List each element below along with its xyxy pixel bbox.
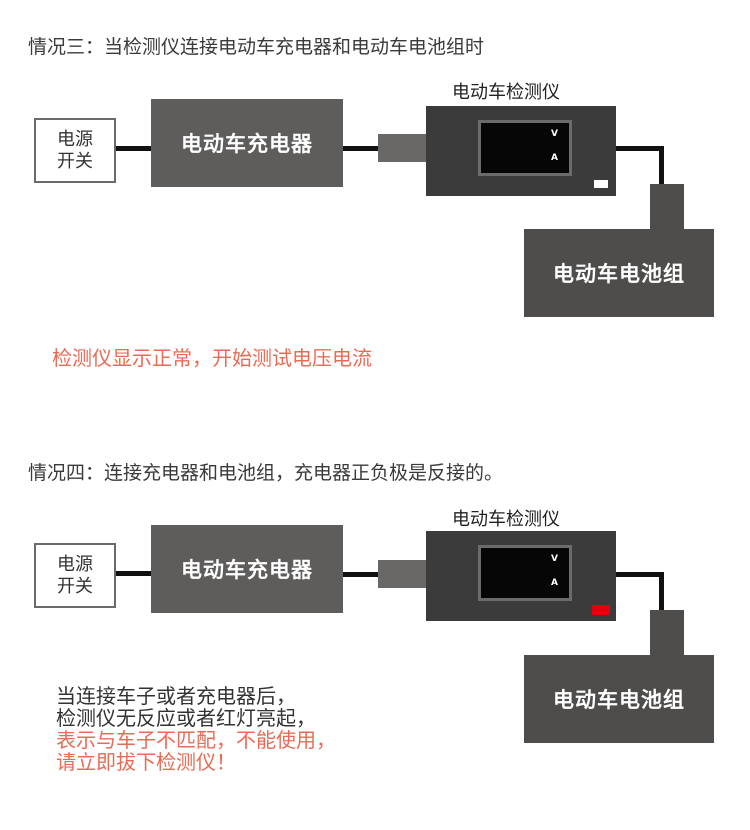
power-switch: 电源 开关 — [34, 543, 116, 608]
ev-tester: V A — [426, 531, 616, 621]
section3-heading: 情况三：当检测仪连接电动车充电器和电动车电池组时 — [28, 36, 485, 58]
battery-terminal — [650, 610, 684, 658]
ev-charger: 电动车充电器 — [151, 525, 343, 613]
section4-heading: 情况四：连接充电器和电池组，充电器正负极是反接的。 — [28, 462, 504, 484]
usb-plug — [378, 134, 428, 162]
wire-charger-plug — [343, 146, 380, 151]
usb-plug — [378, 560, 428, 588]
battery-label: 电动车电池组 — [553, 262, 685, 286]
wire-tester-battery-h — [616, 572, 664, 577]
switch-label-line1: 电源 — [57, 553, 93, 575]
status-note: 检测仪显示正常，开始测试电压电流 — [52, 346, 372, 370]
voltage-unit: V — [551, 554, 558, 564]
voltage-unit: V — [551, 129, 558, 139]
power-switch: 电源 开关 — [34, 118, 116, 183]
tester-display: V A — [478, 120, 572, 176]
battery-label: 电动车电池组 — [553, 688, 685, 712]
wire-tester-battery-v — [659, 146, 664, 186]
wire-tester-battery-v — [659, 572, 664, 612]
ev-charger: 电动车充电器 — [151, 99, 343, 187]
wire-switch-charger — [116, 146, 152, 151]
switch-label-line2: 开关 — [57, 150, 93, 172]
ev-battery-pack: 电动车电池组 — [524, 655, 714, 743]
wire-charger-plug — [343, 572, 380, 577]
status-indicator-light — [592, 605, 610, 615]
ev-battery-pack: 电动车电池组 — [524, 229, 714, 317]
wire-tester-battery-h — [616, 146, 664, 151]
switch-label-line1: 电源 — [57, 128, 93, 150]
warning-line4: 请立即拔下检测仪！ — [56, 750, 236, 774]
tester-label: 电动车检测仪 — [452, 82, 560, 103]
warning-line2: 检测仪无反应或者红灯亮起， — [56, 706, 316, 730]
warning-line1: 当连接车子或者充电器后， — [56, 684, 296, 708]
current-unit: A — [551, 153, 558, 163]
ev-tester: V A — [426, 106, 616, 196]
status-indicator-light — [594, 180, 608, 188]
switch-label-line2: 开关 — [57, 575, 93, 597]
wire-switch-charger — [116, 571, 152, 576]
warning-note: 当连接车子或者充电器后， 检测仪无反应或者红灯亮起， 表示与车子不匹配，不能使用… — [56, 685, 336, 773]
warning-line3: 表示与车子不匹配，不能使用， — [56, 728, 336, 752]
charger-label: 电动车充电器 — [181, 132, 313, 156]
tester-label: 电动车检测仪 — [452, 509, 560, 530]
current-unit: A — [551, 578, 558, 588]
tester-display: V A — [478, 545, 572, 601]
battery-terminal — [650, 184, 684, 232]
charger-label: 电动车充电器 — [181, 558, 313, 582]
